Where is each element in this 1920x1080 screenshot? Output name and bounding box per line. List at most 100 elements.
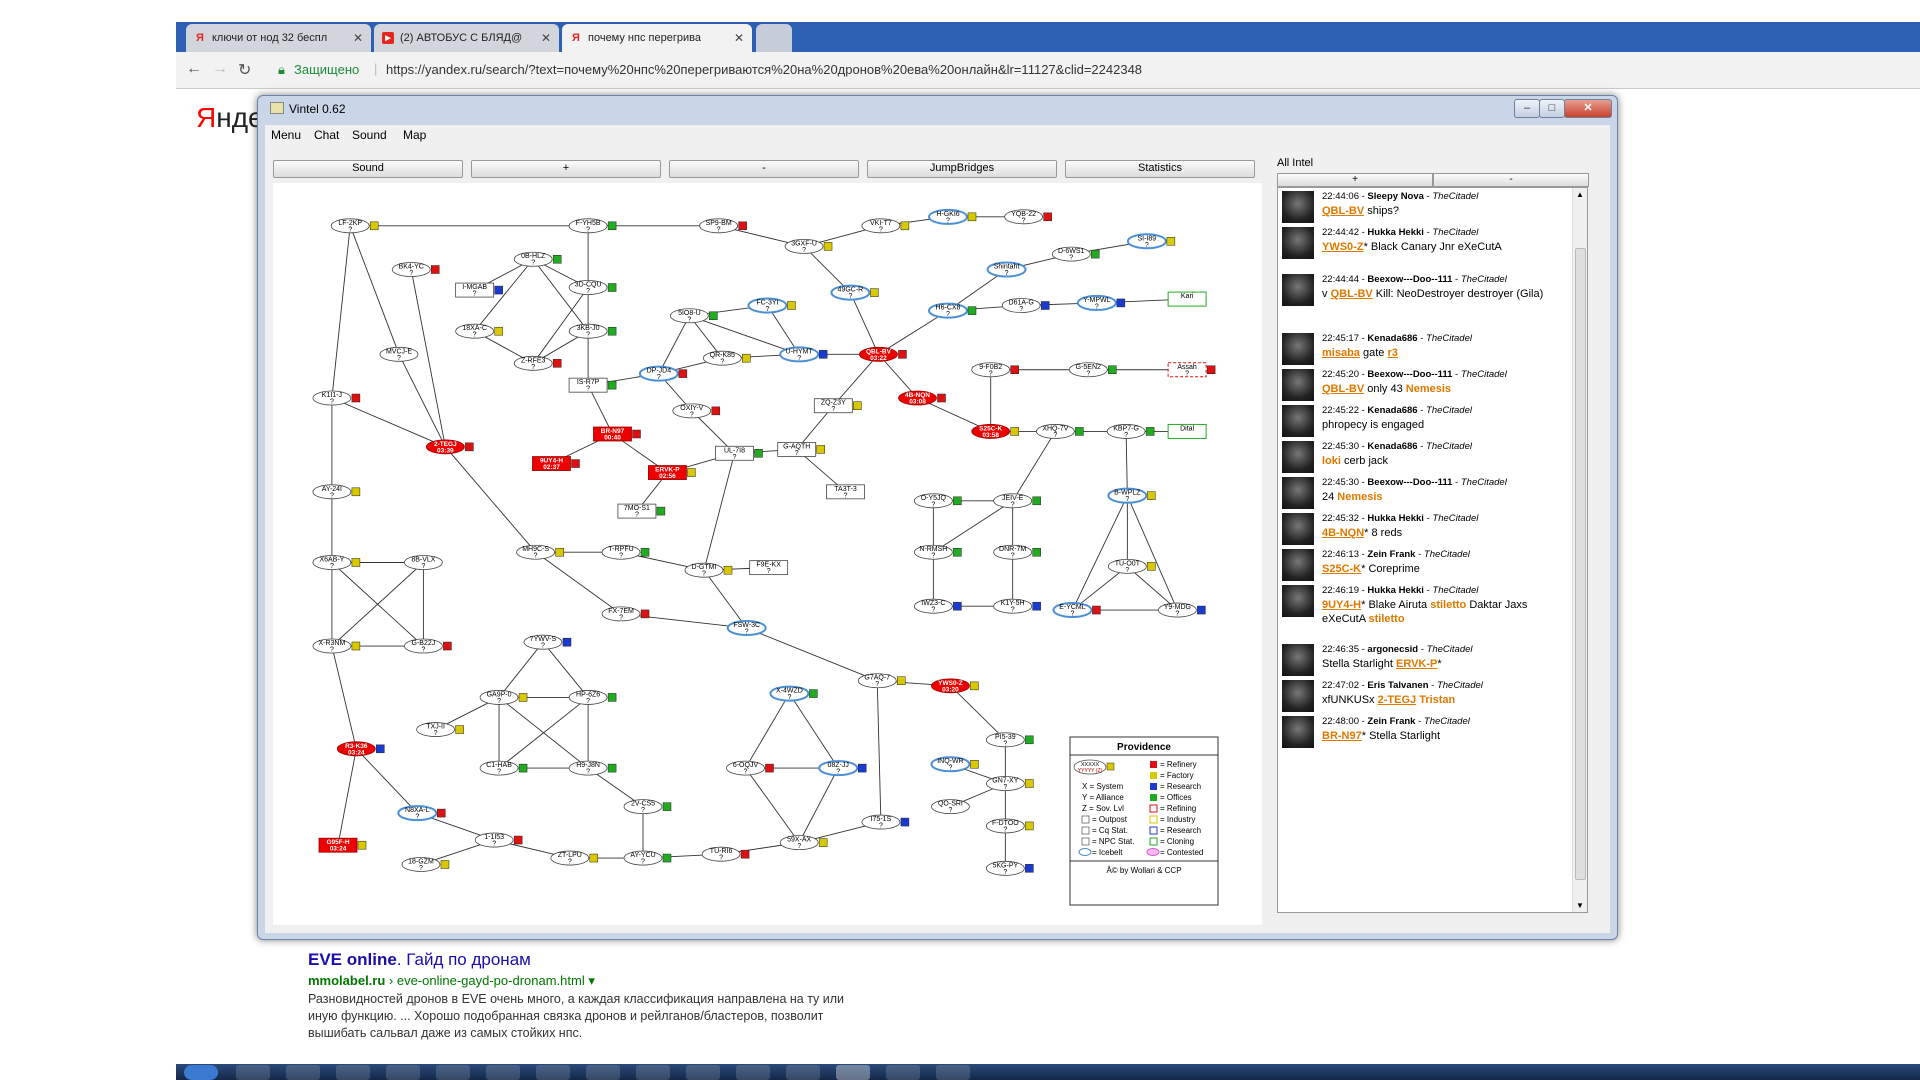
pilot-avatar[interactable]	[1282, 369, 1314, 401]
system-node[interactable]: XHQ-7V?	[1035, 424, 1084, 439]
system-node[interactable]: UL-7I8?	[715, 445, 763, 461]
browser-tab-2[interactable]: ▶ (2) АВТОБУС С БЛЯД@ ✕	[374, 24, 559, 52]
system-node[interactable]: FSW-3C?	[726, 620, 767, 637]
system-node[interactable]: F9E-KX?	[749, 560, 789, 576]
zoom-in-button[interactable]: +	[471, 160, 661, 178]
system-node[interactable]: H9-J8N?	[568, 760, 617, 776]
system-node[interactable]: FX-7EM?	[601, 606, 650, 622]
close-tab-icon[interactable]: ✕	[540, 31, 551, 45]
system-node[interactable]: BK4-YC?	[391, 262, 440, 278]
system-node[interactable]: Assah?	[1167, 362, 1216, 378]
taskbar-mail-icon[interactable]	[636, 1065, 670, 1080]
pilot-avatar[interactable]	[1282, 716, 1314, 748]
forward-arrow-icon[interactable]: →	[212, 60, 228, 77]
system-link[interactable]: QBL-BV	[1322, 383, 1365, 395]
system-node[interactable]: QO-SRI?	[931, 799, 970, 815]
system-node[interactable]: YQB-22?	[1004, 209, 1052, 225]
system-node[interactable]: IS-R7P?	[568, 377, 617, 393]
taskbar-app-icon[interactable]	[936, 1065, 970, 1080]
system-node[interactable]: Shintaht?	[986, 261, 1027, 278]
system-node[interactable]: ZQ-Z3Y?	[813, 398, 862, 414]
system-node[interactable]: N8XA-L?	[397, 805, 446, 822]
system-link[interactable]: 9UY4-H	[1322, 599, 1362, 611]
system-node[interactable]: D-GTMI?	[684, 562, 733, 578]
system-node[interactable]: MH9C-S?	[516, 544, 564, 560]
system-node[interactable]: TXJ-II?	[416, 722, 464, 738]
pilot-avatar[interactable]	[1282, 227, 1314, 259]
system-node[interactable]: K1I1-J?	[312, 390, 361, 406]
system-node[interactable]: 3KB-J0?	[568, 323, 617, 339]
pilot-avatar[interactable]	[1282, 549, 1314, 581]
browser-tab-1[interactable]: Я ключи от нод 32 беспл ✕	[186, 24, 371, 52]
pilot-avatar[interactable]	[1282, 585, 1314, 617]
close-window-button[interactable]: ✕	[1564, 99, 1612, 118]
system-node[interactable]: T-RPFU?	[601, 544, 650, 560]
system-node[interactable]: G7AQ-7?	[857, 673, 906, 689]
system-link[interactable]: BR-N97	[1322, 730, 1362, 742]
close-tab-icon[interactable]: ✕	[352, 31, 363, 45]
system-node[interactable]: MVCJ-E?	[379, 346, 419, 362]
pilot-avatar[interactable]	[1282, 644, 1314, 676]
system-node[interactable]: 7YWV-S?	[523, 634, 572, 650]
scroll-thumb[interactable]	[1575, 248, 1586, 880]
intel-scrollbar[interactable]: ▲ ▼	[1572, 188, 1587, 912]
system-node[interactable]: IWZ3-C?	[913, 598, 962, 614]
system-node[interactable]: B-WPLZ?	[1107, 487, 1156, 504]
taskbar-app-icon[interactable]	[886, 1065, 920, 1080]
region-map[interactable]: LF-2KP?BK4-YC?MVCJ-E?K1I1-J?AY-24I?X6AB-…	[273, 183, 1262, 925]
system-node[interactable]: SP9-BM?	[699, 218, 747, 234]
taskbar-app-icon[interactable]	[686, 1065, 720, 1080]
system-node[interactable]: 59X-AX?	[779, 835, 828, 851]
result-title-link[interactable]: EVE online. Гайд по дронам	[308, 950, 531, 970]
pilot-avatar[interactable]	[1282, 680, 1314, 712]
pilot-avatar[interactable]	[1282, 477, 1314, 509]
system-node[interactable]: Y9-MDG?	[1157, 602, 1206, 618]
system-node[interactable]: TU-RI6?	[701, 846, 750, 862]
system-node[interactable]: SI-I89?	[1126, 233, 1176, 250]
taskbar-app-icon[interactable]	[386, 1065, 420, 1080]
system-node[interactable]: 5IO8-U?	[669, 308, 718, 324]
system-node[interactable]: X6AB-Y?	[312, 555, 361, 571]
taskbar-app-icon[interactable]	[736, 1065, 770, 1080]
system-node[interactable]: 1-1I53?	[474, 832, 523, 848]
system-node[interactable]: H6-CX8?	[928, 302, 977, 319]
system-node[interactable]: 08Z-JJ?	[818, 760, 867, 777]
system-node[interactable]: E-YCML?	[1052, 602, 1101, 619]
system-node[interactable]: OXIY-V?	[672, 403, 721, 419]
system-node[interactable]: 6-OQJV?	[726, 760, 774, 776]
zoom-out-button[interactable]: -	[669, 160, 859, 178]
system-link[interactable]: S25C-K	[1322, 563, 1362, 575]
pilot-avatar[interactable]	[1282, 274, 1314, 306]
system-node[interactable]: INQ-WR?	[930, 756, 979, 773]
system-node[interactable]: 3GXF-U?	[784, 238, 833, 254]
system-node[interactable]: 3D-CQU?	[568, 280, 617, 296]
reload-icon[interactable]: ↻	[238, 62, 252, 79]
pilot-avatar[interactable]	[1282, 513, 1314, 545]
jumpbridges-button[interactable]: JumpBridges	[867, 160, 1057, 178]
system-node[interactable]: 8B-VLX?	[403, 555, 443, 571]
system-node[interactable]: 18-GZM?	[401, 857, 450, 872]
system-link[interactable]: misaba	[1322, 347, 1360, 359]
yandex-logo[interactable]: Янде	[196, 102, 264, 134]
system-node[interactable]: D-6WS1?	[1051, 246, 1100, 262]
statistics-button[interactable]: Statistics	[1065, 160, 1255, 178]
browser-tab-3[interactable]: Я почему нпс перегрива ✕	[562, 24, 752, 52]
system-node[interactable]: 9-F0B2?	[971, 362, 1019, 378]
system-link[interactable]: r3	[1387, 347, 1398, 359]
system-node[interactable]: I-MGAB?	[455, 282, 503, 298]
system-node[interactable]: X-R3NM?	[312, 638, 361, 654]
system-node[interactable]: 18XA-C?	[455, 323, 503, 339]
system-node[interactable]: DP-JD4?	[638, 365, 688, 382]
menu-menu[interactable]: Menu	[271, 128, 302, 142]
intel-zoom-in-button[interactable]: +	[1277, 173, 1433, 187]
menu-sound[interactable]: Sound	[352, 128, 387, 142]
system-node[interactable]: 9UY4-H02:37	[532, 456, 580, 472]
system-node[interactable]: U-HYMT?	[779, 346, 828, 363]
menu-map[interactable]: Map	[403, 128, 427, 142]
maximize-button[interactable]: □	[1539, 99, 1565, 118]
system-link[interactable]: ERVK-P	[1395, 658, 1438, 670]
